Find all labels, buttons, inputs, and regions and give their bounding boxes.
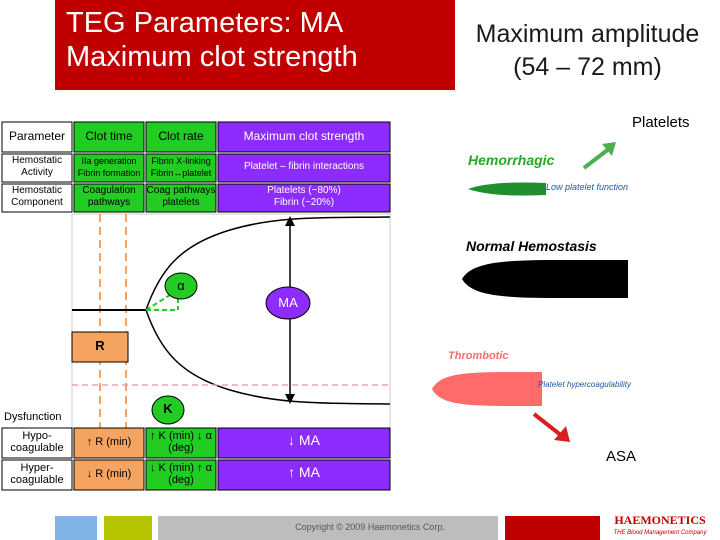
trace-area xyxy=(71,213,391,429)
row-label-cell xyxy=(1,427,73,459)
platelet-hyper-label: Platelet hypercoagulability xyxy=(538,380,631,389)
row-cell xyxy=(73,427,145,459)
row-cell xyxy=(217,427,391,459)
page-title: TEG Parameters: MA Maximum clot strength xyxy=(66,7,358,73)
header-cell-max-strength xyxy=(217,121,391,153)
header-max-strength: Maximum clot strength xyxy=(243,129,365,143)
row-activity-clot-rate: Fibrin X-linking Fibrin↔platelet xyxy=(150,156,212,178)
alpha-label-bubble xyxy=(164,272,198,300)
header-parameter: Parameter xyxy=(8,129,66,143)
row-cell xyxy=(73,183,145,213)
k-label: K xyxy=(163,401,173,416)
copyright-text: Copyright © 2009 Haemonetics Corp. xyxy=(295,522,445,532)
hypo-ma: ↓ MA xyxy=(288,432,320,448)
row-cell xyxy=(145,427,217,459)
hyper-k-alpha: ↓ K (min) ↑ α (deg) xyxy=(150,462,212,486)
row-cell xyxy=(145,153,217,183)
row-label-cell xyxy=(1,459,73,491)
hemorrhagic-label: Hemorrhagic xyxy=(468,152,555,168)
hypo-label: Hypo- coagulable xyxy=(10,430,64,454)
alpha-angle-line xyxy=(145,289,179,311)
header-cell-parameter xyxy=(1,121,73,153)
normal-tracing xyxy=(462,260,628,298)
ma-arrow-head-up xyxy=(285,216,295,226)
dysfunction-label: Dysfunction xyxy=(4,411,62,423)
header-cell-clot-rate xyxy=(145,121,217,153)
row-cell xyxy=(145,183,217,213)
row-component-clot-rate: Coag pathways platelets xyxy=(146,185,216,208)
ma-arrow-head-down xyxy=(285,394,295,404)
hypo-k-alpha: ↑ K (min) ↓ α (deg) xyxy=(150,430,212,454)
footer-bar xyxy=(158,516,498,540)
row-component-clot-time: Coagulation pathways xyxy=(82,185,136,208)
ma-label: MA xyxy=(278,295,298,310)
page-subtitle: Maximum amplitude (54 – 72 mm) xyxy=(475,20,700,81)
hyper-label: Hyper- coagulable xyxy=(10,462,64,486)
teg-trace-upper xyxy=(145,216,391,311)
r-label: R xyxy=(95,338,105,353)
thrombotic-label: Thrombotic xyxy=(448,350,509,362)
row-activity-max-strength: Platelet – fibrin interactions xyxy=(243,161,365,172)
row-label-cell xyxy=(1,153,73,183)
row-cell xyxy=(217,459,391,491)
title-bar xyxy=(55,0,455,90)
alpha-label: α xyxy=(177,278,185,293)
row-label-cell xyxy=(1,183,73,213)
teg-trace-lower xyxy=(145,309,391,405)
footer-block-red xyxy=(505,516,600,540)
asa-down-arrow-icon xyxy=(532,412,570,442)
platelets-up-arrow-icon xyxy=(582,142,616,170)
row-label-activity: Hemostatic Activity xyxy=(11,155,62,178)
ma-label-bubble xyxy=(265,286,311,320)
row-cell xyxy=(73,459,145,491)
low-platelet-label: Low platelet function xyxy=(546,182,629,192)
logo-text: HAEMONETICS xyxy=(614,513,706,527)
footer-block-yellow xyxy=(104,516,152,540)
row-cell xyxy=(145,459,217,491)
row-cell xyxy=(73,153,145,183)
header-clot-rate: Clot rate xyxy=(158,129,204,143)
logo-tagline: THE Blood Management Company xyxy=(613,530,707,536)
hyper-ma: ↑ MA xyxy=(288,464,320,480)
row-cell xyxy=(217,153,391,183)
row-activity-clot-time: IIa generation Fibrin formation xyxy=(77,156,141,178)
row-cell xyxy=(217,183,391,213)
platelets-label: Platelets xyxy=(632,114,690,131)
row-component-max-strength: Platelets (~80%) Fibrin (~20%) xyxy=(267,185,341,208)
header-clot-time: Clot time xyxy=(85,129,133,143)
k-label-bubble xyxy=(151,395,185,425)
hypo-r: ↑ R (min) xyxy=(86,436,132,448)
haemonetics-logo: HAEMONETICS THE Blood Management Company xyxy=(605,514,715,540)
thrombotic-tracing xyxy=(432,372,542,406)
teg-parameter-diagram xyxy=(1,121,391,491)
footer-block-blue xyxy=(55,516,97,540)
normal-hemostasis-label: Normal Hemostasis xyxy=(466,238,597,254)
r-label-box xyxy=(71,331,129,363)
hyper-r: ↓ R (min) xyxy=(86,468,132,480)
row-label-component: Hemostatic Component xyxy=(11,185,63,208)
hemorrhagic-tracing xyxy=(448,182,546,196)
asa-label: ASA xyxy=(606,448,637,465)
header-cell-clot-time xyxy=(73,121,145,153)
